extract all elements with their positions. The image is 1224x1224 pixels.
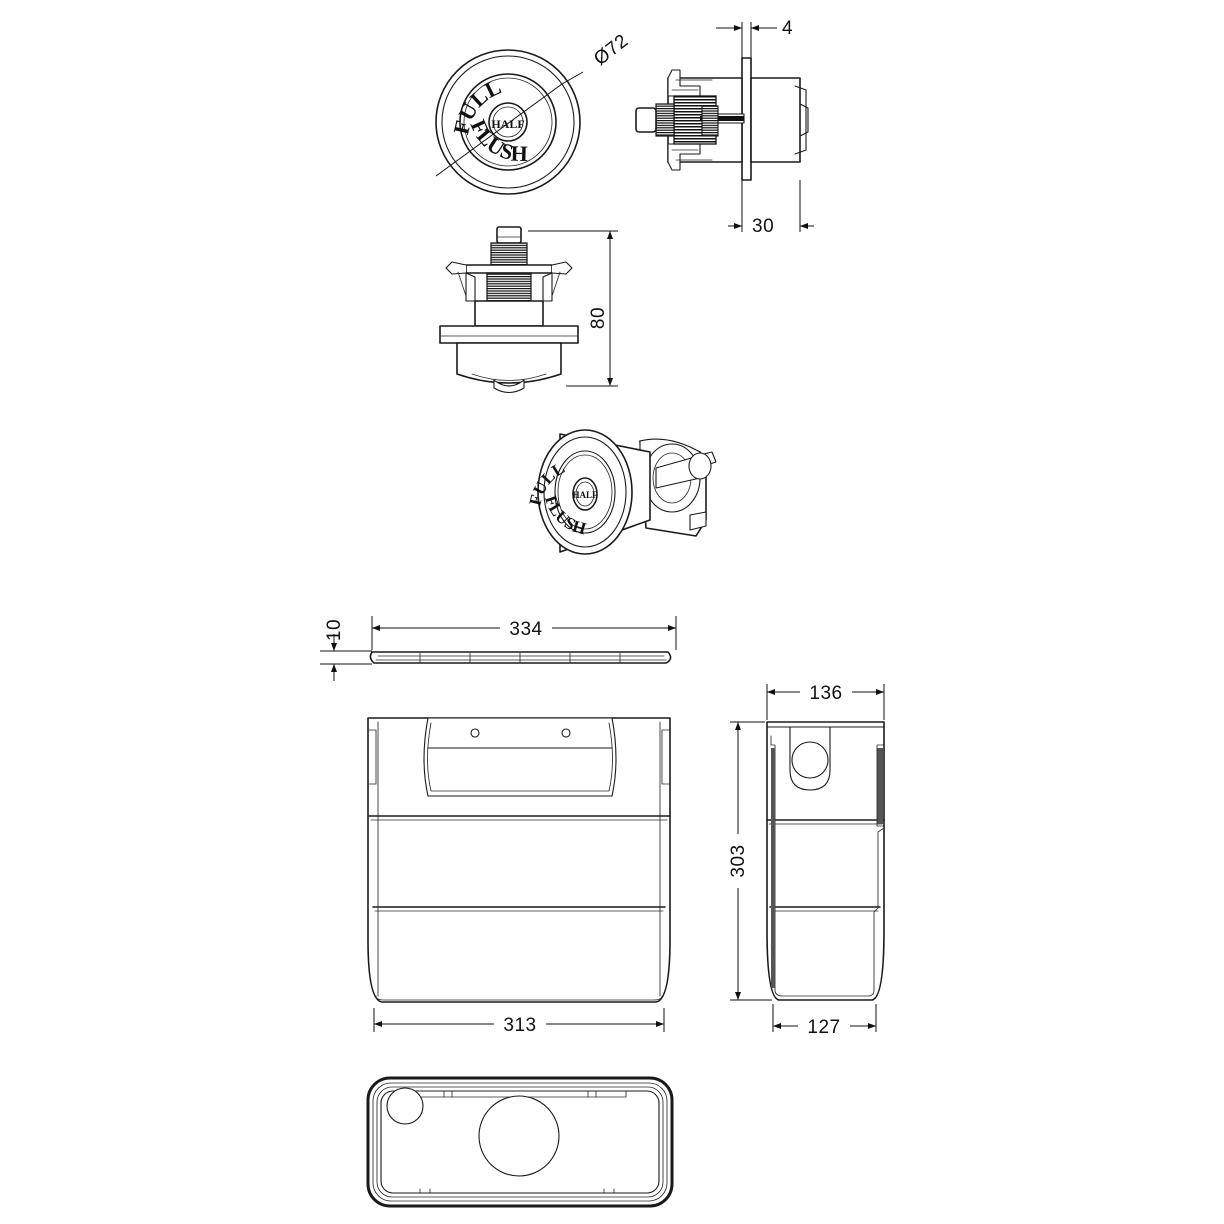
cistern-side-hinge <box>877 748 883 824</box>
cistern-side-outline <box>766 721 885 1001</box>
view-access-panel-edge: 334 10 <box>320 616 677 681</box>
cistern-bottom-inner <box>375 995 663 1001</box>
cistern-side-bottom-inner <box>774 989 875 997</box>
cistern-inlet-hole <box>791 741 829 779</box>
collar-barb-top <box>667 69 701 97</box>
dim-303-label-group: 303 <box>728 844 749 877</box>
plan-inner-2 <box>376 1086 664 1198</box>
diameter-leader-tail <box>561 71 584 85</box>
valve-body-lower <box>456 342 562 384</box>
dim-127-mask <box>798 1014 850 1038</box>
view-cistern-front: 313 <box>367 717 671 1036</box>
valve-cage-right <box>542 272 553 302</box>
iso-button-outer-inner <box>543 436 627 548</box>
button-body <box>750 77 801 163</box>
dim-303-mask <box>726 834 750 888</box>
cistern-mount-hole-left <box>470 728 480 738</box>
valve-cage-rib-left <box>457 271 467 297</box>
dim-80-label-group: 80 <box>588 307 609 329</box>
collar-barb-bottom <box>667 143 701 171</box>
button-body-tab-right <box>794 85 807 155</box>
valve-upper-thread <box>490 242 528 266</box>
valve-mid-thread <box>486 272 532 302</box>
dim-136-mask <box>800 680 852 704</box>
dim-cistern-depth-top: 136 <box>809 683 842 704</box>
dim-cistern-depth-bottom: 127 <box>807 1017 840 1038</box>
iso-button-half-inner <box>575 481 595 507</box>
button-half-ring <box>488 102 528 142</box>
dim-valve-height: 80 <box>588 307 609 329</box>
dim-button-assembly-depth: 30 <box>752 216 774 237</box>
valve-body-lower-line <box>471 373 547 381</box>
view-cistern-side: 136 303 127 <box>726 680 885 1038</box>
cistern-side-taper <box>877 827 885 909</box>
iso-rear-foot <box>689 511 707 531</box>
cistern-side-left-edge <box>771 748 775 988</box>
iso-button-half <box>572 477 598 511</box>
cistern-mount-hole-right <box>561 728 571 738</box>
valve-cage-left <box>465 272 476 302</box>
button-end-cap <box>635 107 657 133</box>
button-body-clip <box>799 103 809 137</box>
button-mid-ring-inner <box>463 77 553 167</box>
cistern-top-recess-inner <box>427 722 613 792</box>
iso-lever-boss <box>688 452 712 480</box>
cistern-top-recess <box>423 717 617 797</box>
dim-cistern-height: 303 <box>728 844 749 877</box>
dim-10-label-group: 10 <box>324 619 345 641</box>
cistern-tab-right <box>661 729 671 785</box>
view-flush-button-isometric: FULL FLUSH HALF <box>525 429 717 555</box>
valve-body-upper <box>474 300 544 327</box>
dim-button-diameter: Ø72 <box>590 30 632 70</box>
dim-334-mask <box>500 616 552 640</box>
cistern-side-taper-2 <box>873 907 879 991</box>
valve-wing-right <box>551 261 573 275</box>
diameter-label-group: Ø72 <box>590 30 632 70</box>
iso-label-half: HALF <box>572 490 598 500</box>
diameter-leader-line <box>435 83 563 177</box>
iso-button-mid <box>554 450 616 534</box>
plan-valve-hole <box>478 1095 560 1177</box>
plan-inlet-hole <box>386 1087 424 1125</box>
button-half-ring-inner <box>492 106 524 138</box>
dim-panel-thickness: 10 <box>324 619 345 641</box>
dim-button-plate-thickness: 4 <box>782 18 793 39</box>
iso-button-mid-inner <box>557 454 613 530</box>
button-spring-pack <box>701 105 719 137</box>
valve-wing-left <box>445 261 467 275</box>
view-flush-valve-side: 80 <box>439 226 618 394</box>
dim-cistern-width: 313 <box>503 1015 536 1036</box>
valve-top-cap <box>496 226 522 244</box>
cistern-side-hinge-outline <box>876 744 885 827</box>
valve-cage-rib-right <box>551 271 561 297</box>
dim-313-mask <box>494 1012 546 1036</box>
cistern-inlet-boss <box>789 726 831 791</box>
panel-edge-body <box>369 651 672 664</box>
valve-outlet <box>493 379 525 394</box>
view-flush-button-front: FULL FLUSH HALF Ø72 <box>435 30 633 195</box>
button-push-rod-core <box>700 116 744 121</box>
button-outer-ring-inner <box>441 55 575 189</box>
view-cistern-plan <box>366 1076 674 1208</box>
cistern-tab-left <box>367 729 377 785</box>
dim-panel-length: 334 <box>509 619 542 640</box>
button-mid-ring <box>459 73 557 171</box>
view-flush-button-side: 4 30 <box>635 18 814 237</box>
valve-flange <box>439 325 579 344</box>
button-thread <box>655 103 675 137</box>
plan-inner-1 <box>372 1082 668 1202</box>
valve-shoulder <box>465 264 553 274</box>
